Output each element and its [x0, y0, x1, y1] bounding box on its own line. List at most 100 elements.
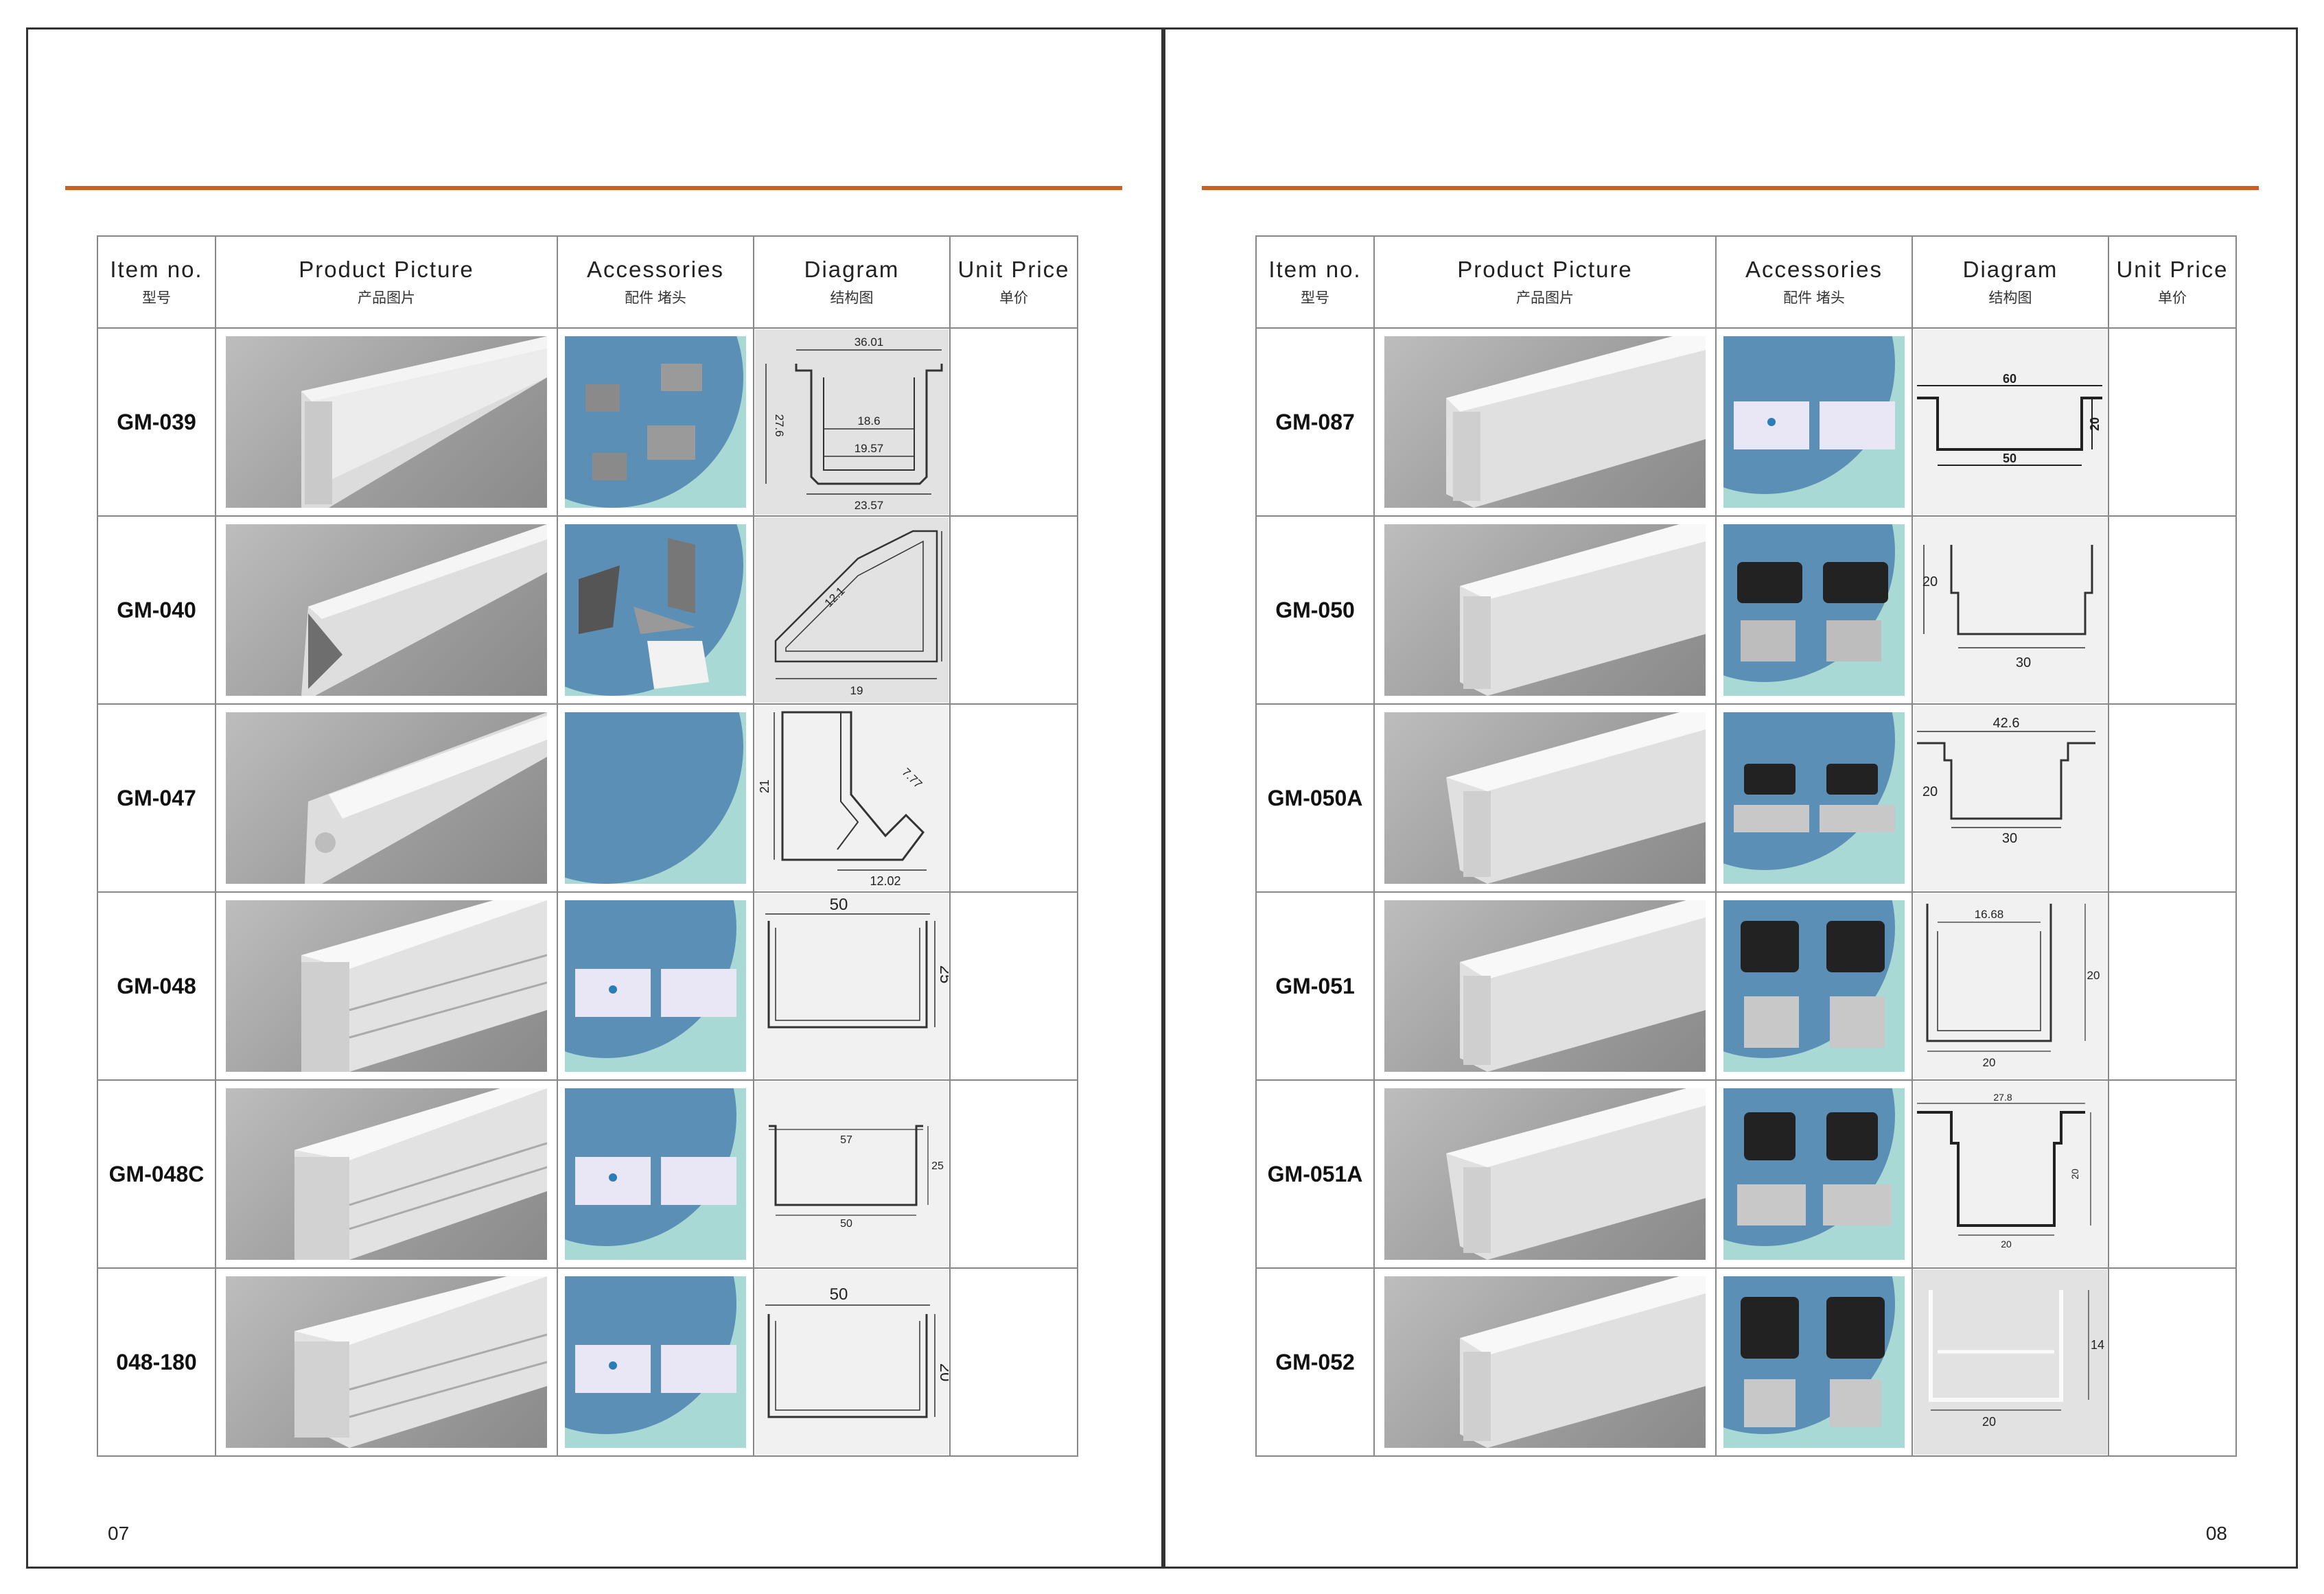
- profile-diagram: 14 20: [1914, 1269, 2107, 1455]
- product-picture-cell: [1373, 1267, 1717, 1457]
- header-label-cn: 单价: [2158, 290, 2187, 306]
- item-number: GM-048C: [97, 1079, 216, 1269]
- profile-drawing: 12.1 19 19: [774, 530, 949, 697]
- header-label: Diagram: [1962, 257, 2058, 282]
- profile-illustration: [305, 712, 547, 884]
- accessories-photo: [565, 900, 746, 1072]
- diagram-cell: 36.01 27.6 18.6 19.57 23.57: [753, 327, 951, 517]
- accessories-photo: [565, 1088, 746, 1260]
- item-number: GM-050A: [1255, 703, 1375, 893]
- profile-drawing: 21 7.77 12.02: [758, 711, 927, 888]
- dimension-label: 20: [936, 1363, 949, 1382]
- unit-price-cell: [2108, 891, 2237, 1081]
- accessories-photo: [565, 712, 746, 884]
- table-row: GM-052: [1255, 1267, 2237, 1457]
- accessories-cell: [1715, 515, 1913, 705]
- unit-price-cell: [2108, 1267, 2237, 1457]
- dimension-label: 19: [850, 684, 863, 697]
- table-row: GM-050A: [1255, 703, 2237, 893]
- profile-diagram: 57 25 50: [755, 1081, 949, 1267]
- profile-drawing: 50 20: [765, 1285, 949, 1418]
- profile-illustration: [301, 336, 547, 508]
- profile-illustration: [1446, 1088, 1706, 1260]
- accessories-photo: [1723, 900, 1905, 1072]
- product-picture-cell: [215, 327, 558, 517]
- profile-diagram: 50 20: [755, 1269, 949, 1455]
- dimension-label: 27.8: [1993, 1092, 2012, 1103]
- accessories-illustration: [565, 524, 743, 696]
- product-picture-cell: [215, 515, 558, 705]
- header-item-no: Item no.型号: [97, 235, 216, 329]
- header-label: Diagram: [804, 257, 900, 282]
- header-item-no: Item no.型号: [1255, 235, 1375, 329]
- dimension-label: 25: [936, 965, 949, 984]
- diagram-cell: 60 20 50: [1912, 327, 2109, 517]
- table-row: GM-047: [97, 703, 1078, 893]
- product-photo: [226, 1088, 547, 1260]
- item-number: GM-047: [97, 703, 216, 893]
- accessories-photo: [1723, 524, 1905, 696]
- accessories-cell: [557, 891, 754, 1081]
- unit-price-cell: [949, 703, 1078, 893]
- item-number: GM-087: [1255, 327, 1375, 517]
- profile-drawing: 16.68 20 20: [1926, 904, 2100, 1069]
- profile-illustration: [294, 1276, 547, 1448]
- dimension-label: 50: [830, 1285, 848, 1304]
- product-photo: [1384, 1088, 1706, 1260]
- unit-price-cell: [949, 515, 1078, 705]
- accessories-cell: [1715, 1267, 1913, 1457]
- dimension-label: 12.02: [870, 874, 900, 888]
- dimension-label: 20: [2087, 969, 2100, 982]
- product-picture-cell: [1373, 515, 1717, 705]
- item-number: GM-048: [97, 891, 216, 1081]
- diagram-cell: 50 25: [753, 891, 951, 1081]
- accessories-photo: [565, 336, 746, 508]
- unit-price-cell: [2108, 515, 2237, 705]
- diagram-cell: 42.6 20 30: [1912, 703, 2109, 893]
- item-number: GM-051A: [1255, 1079, 1375, 1269]
- accessories-cell: [557, 703, 754, 893]
- table-row: 048-180: [97, 1267, 1078, 1457]
- profile-illustration: [294, 1088, 547, 1260]
- product-picture-cell: [215, 891, 558, 1081]
- accessories-cell: [557, 1267, 754, 1457]
- dimension-label: 30: [2016, 655, 2031, 670]
- dimension-label: 16.68: [1975, 908, 2004, 921]
- product-picture-cell: [215, 703, 558, 893]
- dimension-label: 20: [1982, 1415, 1996, 1429]
- header-label: Accessories: [1745, 257, 1883, 282]
- dimension-label: 60: [2003, 372, 2017, 386]
- diagram-cell: 57 25 50: [753, 1079, 951, 1269]
- profile-drawing: 36.01 27.6 18.6 19.57 23.57: [765, 336, 943, 512]
- table-row: GM-050: [1255, 515, 2237, 705]
- profile-diagram: 16.68 20 20: [1914, 893, 2107, 1079]
- page-number: 08: [2205, 1523, 2227, 1544]
- dimension-label: 20: [2001, 1239, 2012, 1250]
- diagram-cell: 50 20: [753, 1267, 951, 1457]
- unit-price-cell: [949, 1267, 1078, 1457]
- product-picture-cell: [215, 1079, 558, 1269]
- diagram-cell: 14 20: [1912, 1267, 2109, 1457]
- dimension-label: 20: [2088, 417, 2102, 431]
- profile-drawing: 27.8 20 20: [1917, 1092, 2091, 1250]
- accessories-cell: [557, 515, 754, 705]
- profile-drawing: 50 25: [765, 895, 949, 1029]
- product-photo: [226, 1276, 547, 1448]
- accessories-cell: [557, 327, 754, 517]
- product-photo: [1384, 712, 1706, 884]
- table-row: GM-040: [97, 515, 1078, 705]
- product-photo: [1384, 336, 1706, 508]
- accessories-illustration: [1723, 1276, 1895, 1434]
- accessories-cell: [1715, 1079, 1913, 1269]
- accessories-illustration: [1723, 712, 1895, 870]
- diagram-cell: 16.68 20 20: [1912, 891, 2109, 1081]
- header-label-cn: 结构图: [830, 290, 874, 306]
- accessories-cell: [1715, 703, 1913, 893]
- dimension-label: 20: [2069, 1169, 2080, 1180]
- dimension-label: 21: [758, 780, 771, 793]
